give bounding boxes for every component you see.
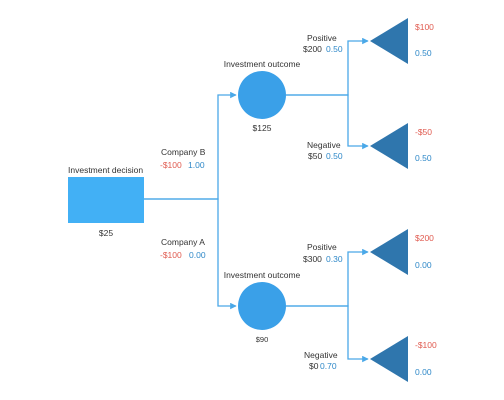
terminal-4-prob: 0.00 — [415, 367, 432, 377]
top-positive-prob: 0.50 — [326, 44, 343, 54]
decision-node[interactable] — [68, 177, 144, 223]
bottom-negative-amount: $0 — [309, 361, 319, 371]
terminal-1-payoff: $100 — [415, 22, 434, 32]
branch-company-a-name: Company A — [161, 237, 205, 247]
terminal-4-payoff: -$100 — [415, 340, 437, 350]
connectors — [144, 37, 369, 363]
chance-top-title: Investment outcome — [224, 59, 301, 69]
connector-bottom-negative — [286, 305, 369, 363]
terminal-3-payoff: $200 — [415, 233, 434, 243]
branch-company-b-prob: 1.00 — [188, 160, 205, 170]
connector-top-negative — [286, 94, 369, 150]
top-negative-label: Negative — [307, 140, 341, 150]
chance-node-top[interactable] — [238, 71, 286, 119]
terminal-node-3[interactable] — [370, 229, 408, 275]
bottom-positive-amount: $300 — [303, 254, 322, 264]
decision-value: $25 — [99, 228, 113, 238]
chance-bottom-value: $90 — [256, 335, 269, 344]
terminal-node-2[interactable] — [370, 123, 408, 169]
decision-title: Investment decision — [68, 165, 143, 175]
top-negative-prob: 0.50 — [326, 151, 343, 161]
terminal-node-4[interactable] — [370, 336, 408, 382]
terminal-1-prob: 0.50 — [415, 48, 432, 58]
chance-node-bottom[interactable] — [238, 282, 286, 330]
terminal-2-prob: 0.50 — [415, 153, 432, 163]
branch-company-b-cost: -$100 — [160, 160, 182, 170]
bottom-positive-label: Positive — [307, 242, 337, 252]
top-positive-label: Positive — [307, 33, 337, 43]
terminal-3-prob: 0.00 — [415, 260, 432, 270]
bottom-negative-label: Negative — [304, 350, 338, 360]
terminal-2-payoff: -$50 — [415, 127, 432, 137]
top-positive-amount: $200 — [303, 44, 322, 54]
top-negative-amount: $50 — [308, 151, 322, 161]
bottom-positive-prob: 0.30 — [326, 254, 343, 264]
terminal-node-1[interactable] — [370, 18, 408, 64]
connector-decision-to-company-a — [144, 198, 237, 310]
chance-bottom-title: Investment outcome — [224, 270, 301, 280]
branch-company-a-prob: 0.00 — [189, 250, 206, 260]
chance-top-value: $125 — [253, 123, 272, 133]
branch-company-a-cost: -$100 — [160, 250, 182, 260]
bottom-negative-prob: 0.70 — [320, 361, 337, 371]
branch-company-b-name: Company B — [161, 147, 206, 157]
